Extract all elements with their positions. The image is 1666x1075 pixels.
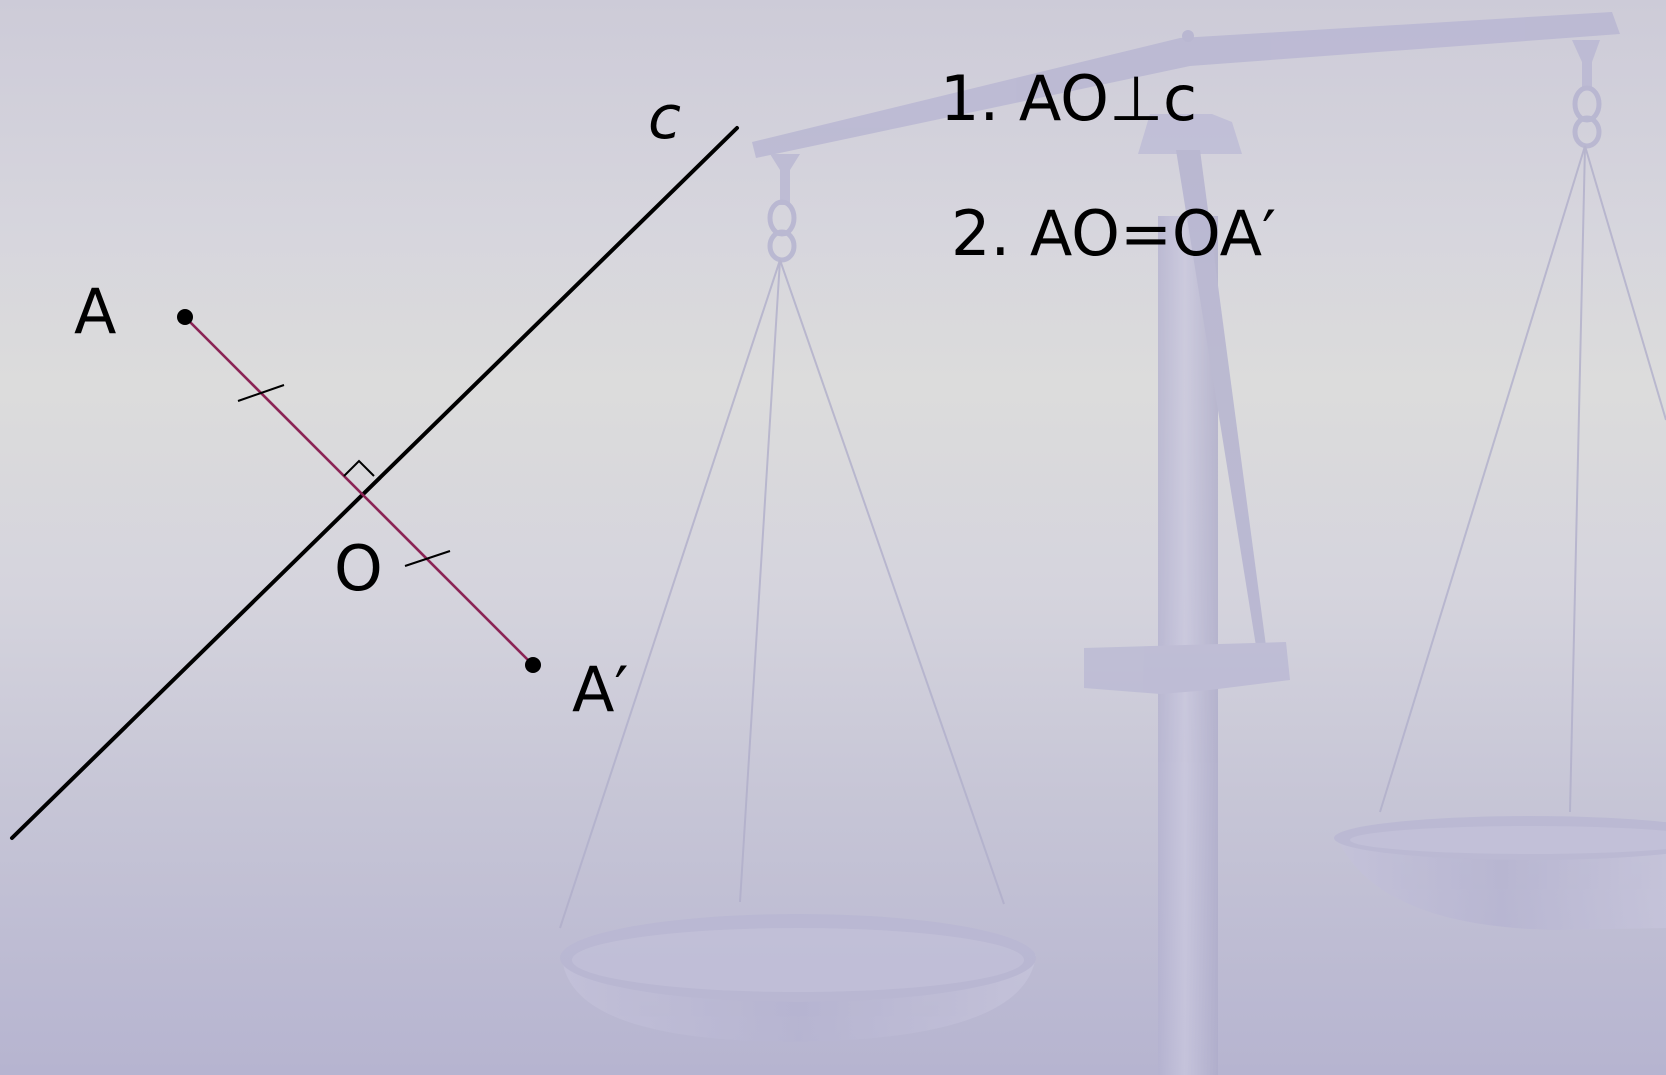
scale-beam (752, 12, 1620, 158)
segment-a-a-prime (184, 316, 533, 665)
tick-mark-ao (237, 384, 285, 402)
line-c-label: c (648, 83, 681, 153)
point-a-prime-dot (525, 657, 541, 673)
scale-pointer (1176, 150, 1266, 646)
point-a-dot (177, 309, 193, 325)
right-angle-marker (343, 459, 375, 477)
scale-base-plate (1084, 642, 1290, 694)
scale-pan-right (1338, 836, 1666, 930)
point-a-label: A (74, 275, 116, 348)
tick-mark-oa-prime (404, 550, 451, 567)
scale-pole-cap (1138, 114, 1242, 154)
balance-scale-icon (559, 12, 1666, 1075)
condition-perpendicular: 1. AO⊥c (940, 62, 1198, 135)
line-c (10, 126, 739, 840)
point-o-label: O (334, 532, 383, 605)
condition-equal-segments: 2. AO=OA′ (951, 197, 1277, 270)
point-a-prime-label: A′ (572, 653, 629, 726)
